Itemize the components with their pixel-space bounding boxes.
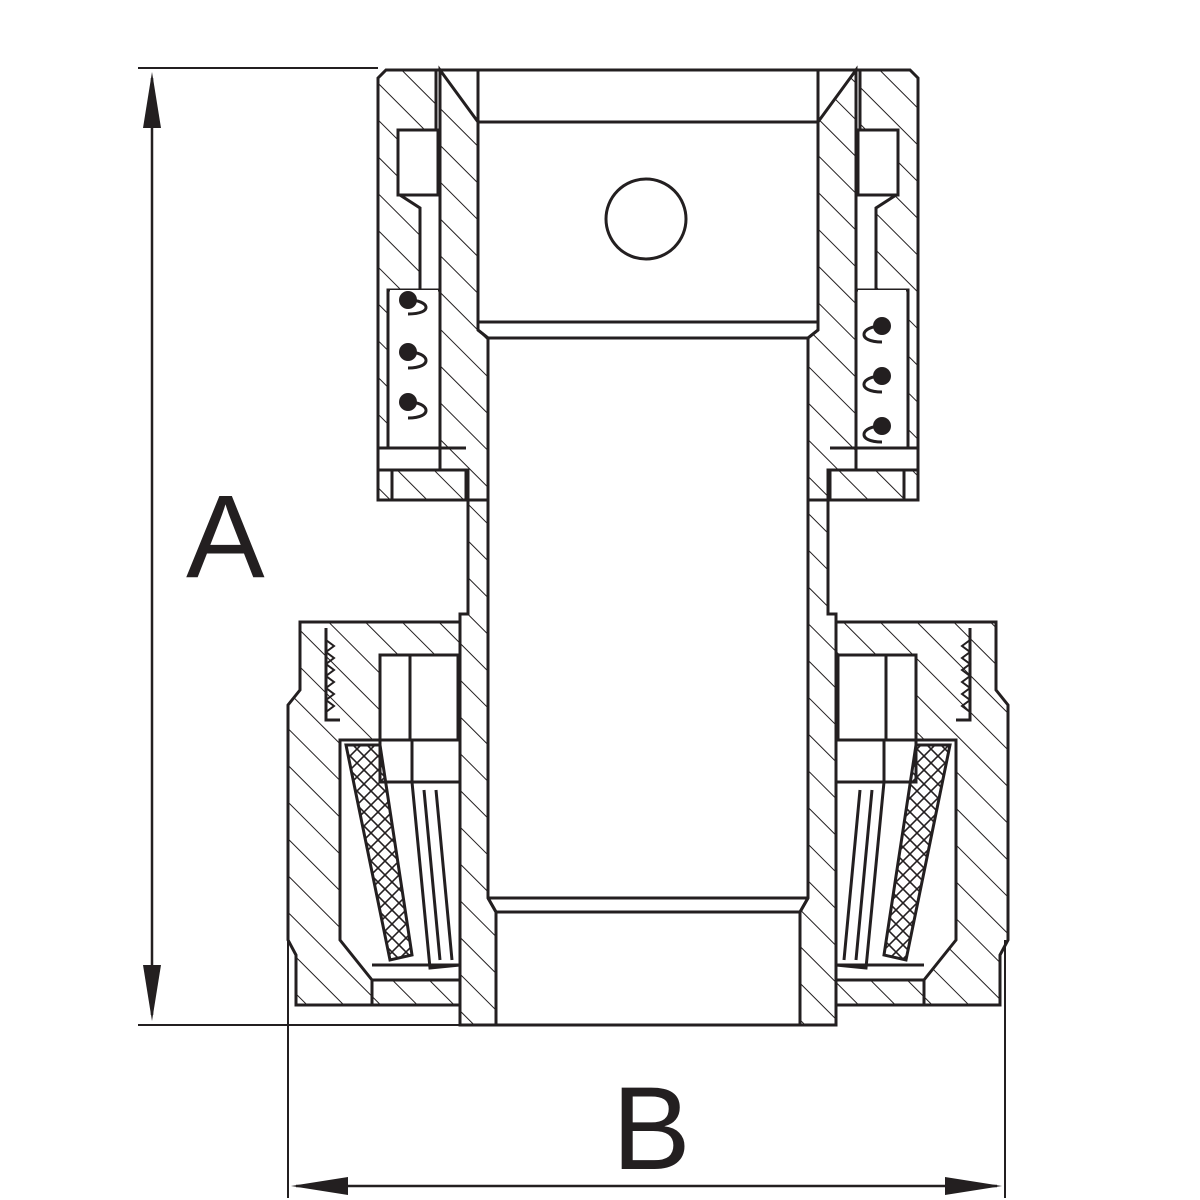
right-spring [858,290,906,445]
arrowhead-bottom-icon [143,965,161,1021]
right-upper-nut [806,65,920,502]
arrowhead-right-icon [945,1177,1002,1195]
right-lower-body [834,620,1010,1007]
dimension-b-line [287,940,1006,1198]
arrowhead-top-icon [143,72,161,128]
dimension-a-label: A [186,471,265,603]
left-lower-body [286,620,462,1007]
left-upper-nut [376,65,490,502]
central-sleeve [436,68,862,1025]
arrowhead-left-icon [291,1177,348,1195]
left-stem-wall [458,498,498,1027]
right-gripping-ring [882,743,952,962]
cross-hole [604,177,688,261]
right-stem-wall [798,498,838,1027]
left-spring [390,290,438,445]
left-gripping-ring [344,743,414,962]
dimension-a-line [138,67,462,1026]
dimension-b-label: B [612,1063,691,1195]
